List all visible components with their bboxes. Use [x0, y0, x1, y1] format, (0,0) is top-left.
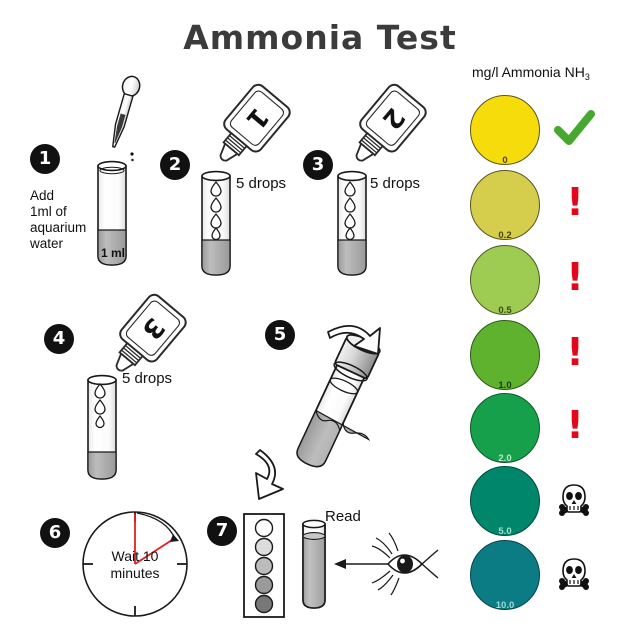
verdict-warning-icon-1: ! [554, 180, 596, 228]
result-test-tube [302, 519, 326, 609]
step-badge-2: 2 [160, 150, 190, 180]
step-number-3: 3 [303, 150, 333, 180]
swatch-value-0: 0 [502, 155, 508, 166]
verdict-skull-icon-5 [554, 480, 596, 524]
step-number-2: 2 [160, 150, 190, 180]
color-swatch-2[interactable] [470, 245, 540, 315]
exclamation-mark: ! [566, 180, 584, 224]
swatch-row-4[interactable]: 2.0 ! [470, 393, 640, 467]
chart-header: mg/l Ammonia NH3 [472, 64, 590, 82]
color-swatch-0[interactable] [470, 95, 540, 165]
swatch-row-3[interactable]: 1.0 ! [470, 320, 640, 394]
eye-read-icon [334, 532, 439, 596]
page-title: Ammonia Test [183, 18, 457, 57]
dropper-bottle-3: 2 [355, 83, 427, 162]
wait-instruction: Wait 10 minutes [110, 548, 160, 581]
verdict-warning-icon-3: ! [554, 330, 596, 378]
color-swatch-3[interactable] [470, 320, 540, 390]
step-number-1: 1 [30, 144, 60, 174]
test-tube-step-1 [97, 160, 127, 266]
step-badge-1: 1 [30, 144, 60, 174]
step-badge-6: 6 [40, 518, 70, 548]
step-number-6: 6 [40, 518, 70, 548]
read-label: Read [325, 508, 361, 525]
shake-tube-illustration [255, 325, 381, 500]
swatch-row-6[interactable]: 10.0 [470, 540, 640, 614]
clock-icon [82, 511, 188, 617]
test-tube-step-3 [337, 170, 367, 276]
dropper-bottle-2: 1 [219, 83, 291, 162]
rotate-arrow-top [327, 325, 381, 355]
color-swatch-4[interactable] [470, 393, 540, 463]
verdict-warning-icon-4: ! [554, 403, 596, 451]
test-tube-step-4 [87, 374, 117, 480]
test-tube-step-2 [201, 170, 231, 276]
color-swatch-1[interactable] [470, 170, 540, 240]
pipette-icon [112, 75, 141, 162]
rotate-arrow-bottom [255, 449, 284, 500]
verdict-check-icon-0 [554, 109, 596, 153]
color-swatch-6[interactable] [470, 540, 540, 610]
swatch-row-5[interactable]: 5.0 [470, 466, 640, 540]
swatch-value-6: 10.0 [495, 600, 515, 611]
step-badge-5: 5 [265, 320, 295, 350]
color-swatch-5[interactable] [470, 466, 540, 536]
exclamation-mark: ! [566, 255, 584, 299]
drops-label-step-3: 5 drops [370, 175, 421, 192]
tube-volume-label: 1 ml [100, 246, 125, 260]
chart-header-subscript: 3 [584, 72, 590, 82]
comparison-card-icon [243, 513, 285, 618]
exclamation-mark: ! [566, 330, 584, 374]
swatch-row-0[interactable]: 0 [470, 95, 640, 169]
drops-label-step-4: 5 drops [122, 370, 173, 387]
step-badge-4: 4 [44, 324, 74, 354]
verdict-warning-icon-2: ! [554, 255, 596, 303]
step-number-5: 5 [265, 320, 295, 350]
step-badge-7: 7 [207, 516, 237, 546]
chart-header-text: mg/l Ammonia NH [472, 64, 585, 80]
swatch-value-4: 2.0 [498, 453, 512, 464]
swatch-value-5: 5.0 [498, 526, 512, 537]
swatch-value-3: 1.0 [498, 380, 512, 391]
swatch-value-1: 0.2 [498, 230, 512, 241]
dropper-bottle-4: 3 [115, 293, 187, 372]
verdict-skull-icon-6 [554, 554, 596, 598]
swatch-value-2: 0.5 [498, 305, 512, 316]
swatch-row-1[interactable]: 0.2 ! [470, 170, 640, 244]
step-1-instruction: Add 1ml of aquarium water [30, 188, 87, 251]
drops-label-step-2: 5 drops [236, 175, 287, 192]
step-number-4: 4 [44, 324, 74, 354]
exclamation-mark: ! [566, 403, 584, 447]
step-number-7: 7 [207, 516, 237, 546]
step-badge-3: 3 [303, 150, 333, 180]
swatch-row-2[interactable]: 0.5 ! [470, 245, 640, 319]
